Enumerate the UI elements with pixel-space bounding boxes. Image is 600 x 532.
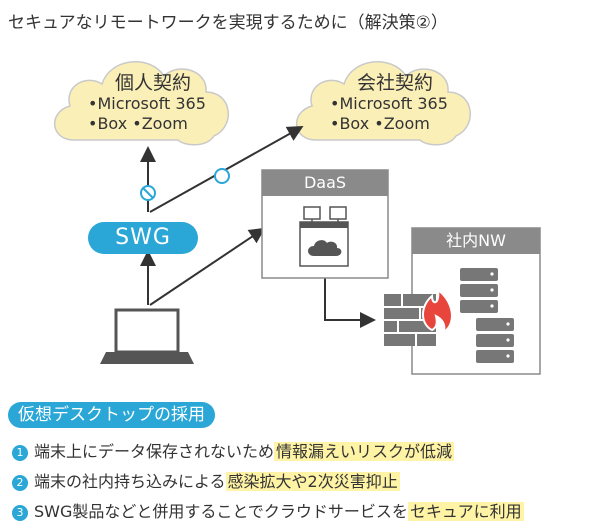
daas-label: DaaS <box>303 173 347 192</box>
benefit-highlight: 感染拡大や2次災害抑止 <box>225 472 400 491</box>
swg-pill <box>88 222 198 254</box>
corporate-cloud-text: 会社契約 •Microsoft 365 •Box •Zoom <box>320 72 470 134</box>
benefit-text: 端末の社内持ち込みによる <box>34 472 226 491</box>
personal-cloud-text: 個人契約 •Microsoft 365 •Box •Zoom <box>78 72 228 134</box>
cloud-title: 個人契約 <box>114 72 191 94</box>
benefit-item: 3 SWG製品などと併用することでクラウドサービスをセキュアに利用 <box>12 500 524 524</box>
laptop-icon <box>100 308 194 364</box>
cloud-title: 会社契約 <box>356 72 433 94</box>
pc-to-daas-arrow <box>149 227 266 306</box>
cloud-line: •Microsoft 365 <box>88 94 206 113</box>
benefit-item: 1 端末上にデータ保存されないため情報漏えいリスクが低減 <box>12 440 455 464</box>
benefit-highlight: 情報漏えいリスクが低減 <box>274 442 455 461</box>
cloud-line: •Box •Zoom <box>330 114 430 133</box>
blocked-icon <box>140 185 156 201</box>
personal-cloud <box>53 61 229 146</box>
corporate-cloud <box>295 61 471 146</box>
benefit-highlight: セキュアに利用 <box>407 502 524 521</box>
architecture-diagram <box>53 61 541 375</box>
section-label: 仮想デスクトップの採用 <box>8 402 215 428</box>
daas-to-network-arrow <box>324 270 376 328</box>
cloud-line: •Microsoft 365 <box>330 94 448 113</box>
number-icon: 1 <box>12 445 28 461</box>
allowed-icon <box>214 168 230 184</box>
benefit-text: 端末上にデータ保存されないため <box>34 442 275 461</box>
network-label: 社内NW <box>446 231 506 250</box>
firewall-icon <box>384 287 453 346</box>
benefit-item: 2 端末の社内持ち込みによる感染拡大や2次災害抑止 <box>12 470 400 494</box>
benefit-text: SWG製品などと併用することでクラウドサービスを <box>34 502 408 521</box>
page-title: セキュアなリモートワークを実現するために（解決策②） <box>8 13 448 33</box>
server-icon <box>460 268 514 363</box>
daas-box <box>261 169 389 279</box>
number-icon: 3 <box>12 505 28 521</box>
cloud-line: •Box •Zoom <box>88 114 188 133</box>
number-icon: 2 <box>12 475 28 491</box>
swg-label: SWG <box>115 225 171 250</box>
